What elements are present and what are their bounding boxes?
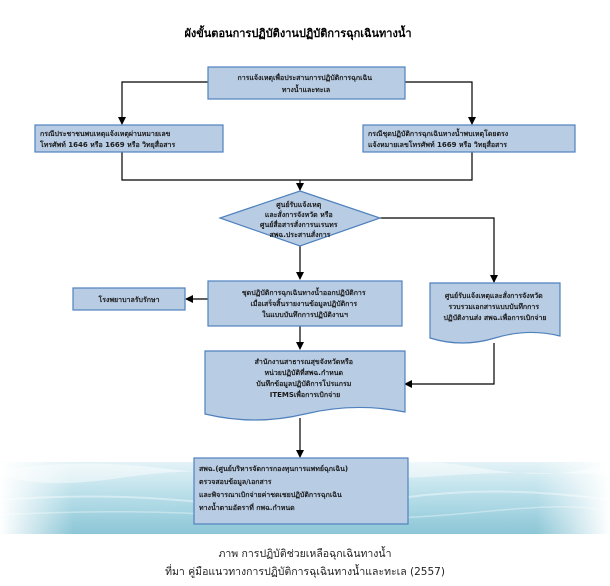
arrow-report-to-public bbox=[118, 81, 208, 125]
node-team-report: กรณีชุดปฏิบัติการฉุกเฉินทางน้ำพบเหตุโดยต… bbox=[362, 124, 576, 153]
connectors bbox=[118, 81, 498, 458]
node-health-office: สำนักงานสาธารณสุขจังหวัดหรือ หน่วยปฏิบัต… bbox=[204, 350, 406, 421]
node-team-operation-text: ชุดปฏิบัติการฉุกเฉินทางน้ำออกปฏิบัติการ … bbox=[242, 286, 368, 319]
node-hospital: โรงพยาบาลรับรักษา bbox=[72, 287, 186, 311]
node-dispatch-center-text: ศูนย์รับแจ้งเหตุ และสั่งการจังหวัด หรือ … bbox=[260, 200, 340, 239]
arrow-public-to-dispatch bbox=[121, 152, 304, 191]
diagram-title: ผังขั้นตอนการปฏิบัติงานปฏิบัติการฉุกเฉิน… bbox=[184, 25, 411, 41]
node-team-report-text: กรณีชุดปฏิบัติการฉุกเฉินทางน้ำพบเหตุโดยต… bbox=[368, 127, 511, 149]
node-health-office-text: สำนักงานสาธารณสุขจังหวัดหรือ หน่วยปฏิบัต… bbox=[255, 358, 356, 399]
figure-caption: ภาพ การปฏิบัติช่วยเหลือฉุกเฉินทางน้ำ bbox=[218, 548, 392, 560]
node-dispatch-center: ศูนย์รับแจ้งเหตุ และสั่งการจังหวัด หรือ … bbox=[218, 190, 382, 247]
figure-source: ที่มา คู่มือแนวทางการปฏิบัติการฉุเฉินทาง… bbox=[165, 566, 445, 578]
node-document-collect: ศูนย์รับแจ้งเหตุและสั่งการจังหวัด รวบรวม… bbox=[429, 282, 561, 344]
node-team-operation: ชุดปฏิบัติการฉุกเฉินทางน้ำออกปฏิบัติการ … bbox=[207, 280, 403, 327]
node-niems-fund: สพฉ.(ศูนย์บริหารจัดการกองทุนการแพทย์ฉุกเ… bbox=[193, 457, 409, 525]
node-report-text: การแจ้งเหตุเพื่อประสานการปฏิบัติการฉุกเฉ… bbox=[237, 72, 374, 94]
node-document-collect-text: ศูนย์รับแจ้งเหตุและสั่งการจังหวัด รวบรวม… bbox=[443, 290, 546, 322]
arrow-team-to-dispatch bbox=[300, 152, 473, 181]
node-public-report-text: กรณีประชาชนพบเหตุแจ้งเหตุผ่านหมายเลข โทร… bbox=[39, 129, 175, 149]
arrow-dispatch-to-documents bbox=[380, 217, 498, 283]
arrow-documents-to-health-office bbox=[404, 343, 495, 388]
node-niems-fund-text: สพฉ.(ศูนย์บริหารจัดการกองทุนการแพทย์ฉุกเ… bbox=[199, 464, 351, 512]
node-public-report: กรณีประชาชนพบเหตุแจ้งเหตุผ่านหมายเลข โทร… bbox=[34, 124, 224, 153]
node-hospital-text: โรงพยาบาลรับรักษา bbox=[98, 295, 160, 304]
arrow-report-to-team bbox=[405, 81, 476, 125]
node-report: การแจ้งเหตุเพื่อประสานการปฏิบัติการฉุกเฉ… bbox=[207, 66, 406, 100]
